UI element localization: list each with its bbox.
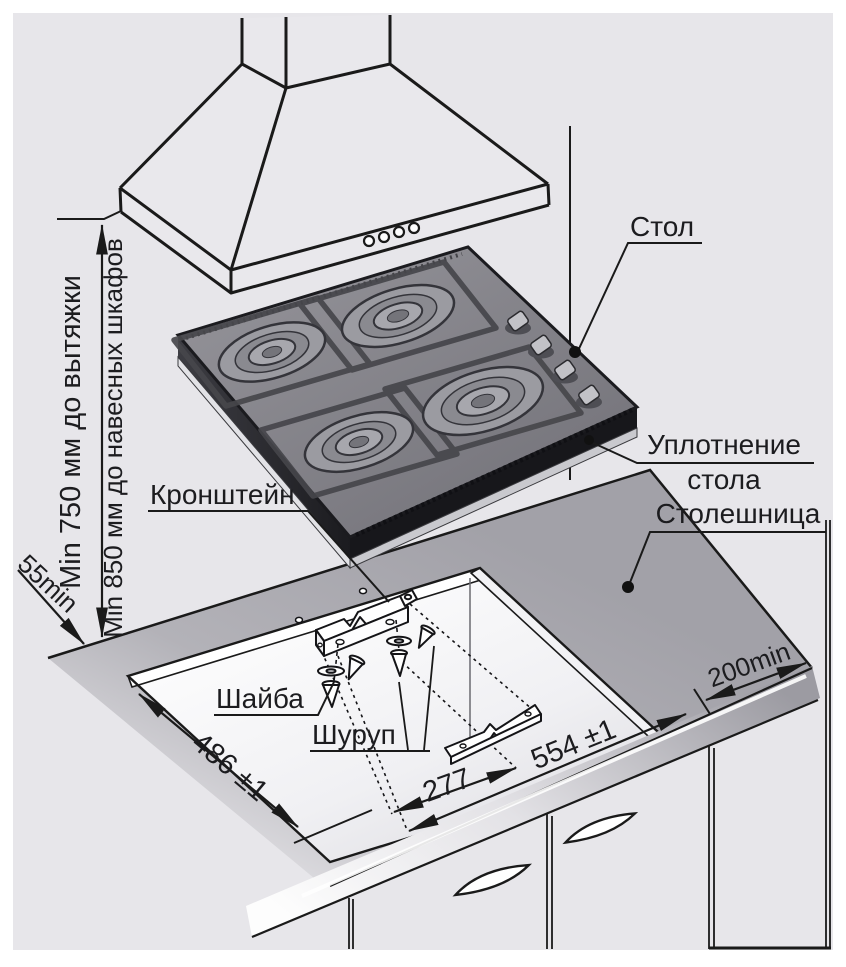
burners xyxy=(217,283,545,474)
washer-2 xyxy=(386,635,412,647)
label-table-seal-2: стола xyxy=(687,464,761,495)
door-handle-left xyxy=(452,863,532,897)
knob xyxy=(576,384,602,409)
callout-screw: Шуруп xyxy=(310,645,435,752)
hood-pyramid-edges xyxy=(118,62,549,271)
callout-bracket: Кронштейн xyxy=(148,479,390,603)
label-table: Стол xyxy=(630,211,694,242)
hood-control-buttons xyxy=(362,221,421,248)
hob-side-left xyxy=(178,335,350,559)
burner-back-left xyxy=(217,321,327,383)
height-dimension: Min 750 мм до вытяжки Min 850 мм до наве… xyxy=(55,210,128,639)
washer-1 xyxy=(317,665,345,677)
burner-back-right xyxy=(340,283,456,349)
callout-table: Стол xyxy=(569,211,702,358)
label-table-seal-1: Уплотнение xyxy=(647,429,801,460)
hole-mark xyxy=(358,587,368,595)
callout-countertop: Столешница xyxy=(622,498,826,593)
bracket-main xyxy=(294,587,418,657)
label-bracket: Кронштейн xyxy=(150,479,295,510)
control-knobs xyxy=(505,310,602,409)
extension-line-top xyxy=(57,210,122,220)
countertop-edges xyxy=(47,468,813,669)
leader-dot xyxy=(584,435,594,445)
terminator xyxy=(693,688,711,715)
label-washer: Шайба xyxy=(216,683,304,714)
hob-base-right xyxy=(349,427,638,569)
callout-washer: Шайба xyxy=(214,681,335,716)
dim-arrow-486 xyxy=(138,693,299,828)
knob xyxy=(528,334,554,359)
leader-dot xyxy=(622,581,634,593)
hood-chimney xyxy=(240,15,392,88)
fasteners xyxy=(317,619,436,708)
seal-strip-front xyxy=(355,407,633,538)
screw-2 xyxy=(347,654,366,681)
label-countertop: Столешница xyxy=(656,498,821,529)
label-screw: Шуруп xyxy=(312,719,396,750)
burner-front-left xyxy=(303,410,415,474)
burner-front-right xyxy=(421,365,545,437)
dim-label-hood-clearance: Min 750 мм до вытяжки xyxy=(55,275,87,589)
pan-grates xyxy=(171,259,584,499)
screw-4 xyxy=(417,624,436,649)
leader-dot xyxy=(569,346,581,358)
hood-fill xyxy=(120,15,549,293)
screw-3 xyxy=(390,649,408,677)
hole-mark xyxy=(294,616,304,624)
dim-arrow-200 xyxy=(704,661,808,702)
dim-arrow-554 xyxy=(407,712,688,833)
cooker-hood xyxy=(118,15,551,295)
terminator xyxy=(293,809,373,844)
hob-side-right xyxy=(350,407,637,559)
callout-table-seal: Уплотнение стола xyxy=(584,429,814,495)
knob xyxy=(552,359,578,384)
knob xyxy=(505,310,531,335)
gas-hob xyxy=(171,245,640,570)
callouts: Стол Уплотнение стола Столешница Кронште… xyxy=(148,211,826,752)
dim-label-cabinet-clearance: Min 850 мм до навесных шкафов xyxy=(98,238,128,638)
